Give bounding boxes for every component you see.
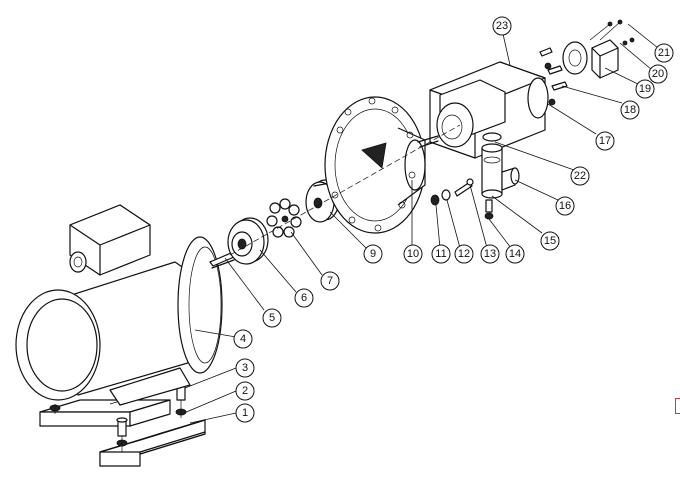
part-callout-9: 9 [363,244,383,264]
part-callout-18: 18 [620,100,640,120]
part-number-label: 7 [327,275,333,287]
part-callout-6: 6 [294,288,314,308]
part-number-label: 20 [652,68,664,80]
part-number-label: 9 [370,248,376,260]
part-callout-21: 21 [654,43,674,63]
bell-housing [324,96,426,234]
part-number-label: 3 [242,362,248,374]
fasteners-set [430,178,474,206]
part-callout-10: 10 [403,244,423,264]
part-number-label: 12 [458,248,470,260]
part-number-label: 14 [509,248,521,260]
part-callout-4: 4 [233,329,253,349]
part-callout-15: 15 [540,231,560,251]
part-number-label: 5 [269,312,275,324]
electric-motor [15,204,235,406]
part-callout-23: 23 [492,16,512,36]
part-callout-2: 2 [235,381,255,401]
part-number-label: 2 [242,385,248,397]
part-callout-20: 20 [648,64,668,84]
solenoid-valve [562,19,635,79]
part-callout-3: 3 [235,358,255,378]
part-number-label: 4 [240,333,246,345]
part-number-label: 10 [407,248,419,260]
coupling-half-motor [227,217,269,265]
elastic-spider [266,198,302,238]
part-callout-12: 12 [454,244,474,264]
part-callout-17: 17 [595,131,615,151]
part-number-label: 11 [435,248,446,260]
part-number-label: 13 [484,248,496,260]
edge-marker [675,398,680,414]
part-callout-5: 5 [262,308,282,328]
leader-lines [183,23,659,424]
axis-line [229,124,461,256]
part-number-label: 22 [574,170,586,182]
part-callout-14: 14 [505,244,525,264]
part-number-label: 6 [301,292,307,304]
coupling-half-pump [305,179,340,223]
part-callout-13: 13 [480,244,500,264]
part-callout-11: 11 [431,244,451,264]
part-number-label: 21 [658,47,670,59]
part-number-label: 17 [599,135,611,147]
part-callout-19: 19 [635,79,655,99]
part-callout-16: 16 [555,196,575,216]
part-number-label: 1 [242,407,248,419]
outlet-fitting [481,132,520,220]
part-number-label: 18 [624,104,636,116]
gear-pump [417,61,549,159]
part-callout-22: 22 [570,166,590,186]
part-number-label: 23 [496,20,508,32]
pump-bolts [539,47,568,106]
part-number-label: 15 [544,235,556,247]
part-callout-1: 1 [235,403,255,423]
part-number-label: 16 [559,200,571,212]
part-number-label: 19 [639,83,651,95]
part-callout-7: 7 [320,271,340,291]
